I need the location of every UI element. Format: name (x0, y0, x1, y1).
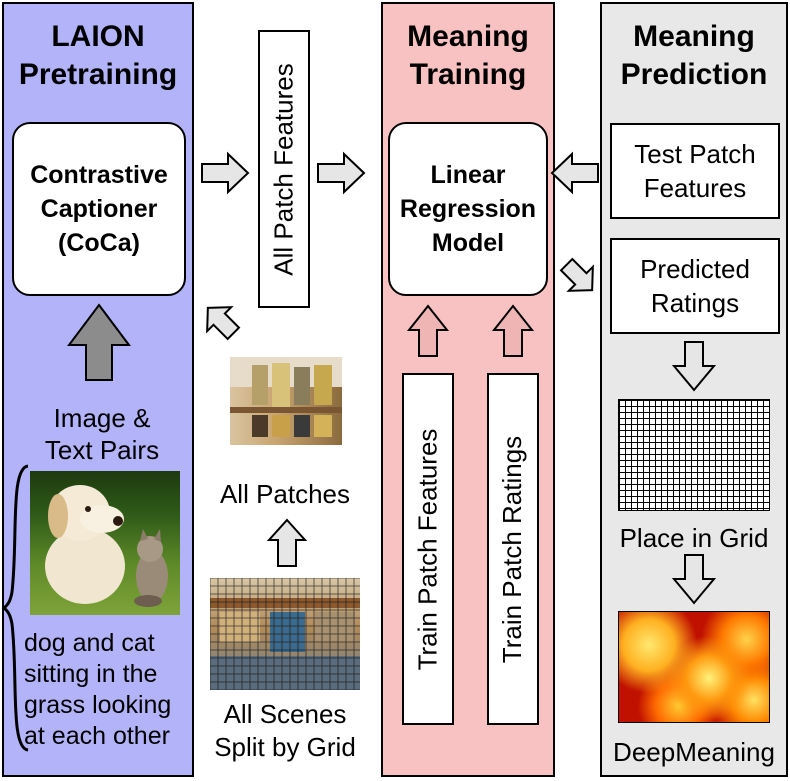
up-arrow-icon (266, 518, 308, 567)
prediction-title-line1: Meaning (633, 20, 755, 53)
prediction-grid (618, 399, 770, 511)
test-features-line2: Features (643, 173, 747, 203)
train-patch-ratings-label: Train Patch Ratings (497, 435, 528, 663)
coca-model-box: Contrastive Captioner (CoCa) (12, 122, 186, 296)
caption-line2: sitting in the (24, 660, 158, 688)
training-title: Meaning Training (383, 18, 553, 94)
laion-title-line2: Pretraining (18, 58, 178, 91)
right-arrow-icon (317, 151, 366, 195)
place-in-grid-text: Place in Grid (619, 523, 769, 553)
patch-image (230, 357, 342, 445)
scenes-line1: All Scenes (223, 699, 347, 729)
scenes-line2: Split by Grid (214, 732, 356, 762)
patch-illustration (230, 357, 342, 437)
prediction-title-line2: Prediction (620, 58, 768, 91)
place-in-grid-label: Place in Grid (600, 522, 788, 554)
predicted-ratings-box: Predicted Ratings (610, 238, 780, 334)
left-arrow-icon (550, 151, 599, 195)
all-patches-text: All Patches (219, 479, 351, 509)
lr-line2: Regression (399, 195, 537, 223)
coca-line1: Contrastive (30, 161, 168, 189)
predicted-line1: Predicted (640, 254, 750, 284)
predicted-line2: Ratings (650, 288, 740, 318)
scene-grid-illustration (210, 578, 360, 690)
coca-line2: Captioner (40, 195, 158, 223)
all-patches-label: All Patches (200, 478, 370, 510)
test-patch-features-box: Test Patch Features (610, 123, 780, 219)
down-right-arrow-icon (559, 257, 594, 292)
deepmeaning-heatmap (618, 611, 770, 723)
caption-line4: at each other (24, 722, 170, 750)
prediction-title: Meaning Prediction (602, 18, 786, 94)
dog-cat-illustration (45, 485, 168, 607)
coca-line3: (CoCa) (58, 229, 140, 257)
all-patch-features-label: All Patch Features (268, 62, 299, 276)
right-arrow-icon (201, 151, 250, 195)
all-scenes-label: All Scenes Split by Grid (190, 698, 380, 764)
caption-text: dog and cat sitting in the grass looking… (24, 628, 190, 752)
training-title-line2: Training (409, 58, 527, 91)
dog-cat-photo (30, 471, 180, 615)
train-patch-features-box: Train Patch Features (402, 373, 454, 725)
train-patch-features-label: Train Patch Features (412, 428, 443, 670)
laion-title: LAION Pretraining (4, 18, 192, 94)
caption-line3: grass looking (24, 691, 172, 719)
deepmeaning-text: DeepMeaning (613, 737, 775, 767)
up-left-arrow-icon (206, 306, 241, 341)
deepmeaning-label: DeepMeaning (600, 736, 788, 768)
image-text-pairs-label: Image & Text Pairs (22, 402, 182, 466)
pairs-line2: Text Pairs (44, 435, 160, 465)
linear-regression-box: Linear Regression Model (388, 122, 548, 296)
all-patch-features-box: All Patch Features (258, 30, 310, 308)
pairs-line1: Image & (53, 403, 151, 433)
lr-line3: Model (431, 229, 505, 257)
training-title-line1: Meaning (407, 20, 529, 53)
lr-line1: Linear (430, 161, 506, 189)
laion-title-line1: LAION (51, 20, 145, 53)
train-patch-ratings-box: Train Patch Ratings (487, 373, 539, 725)
scene-grid-image (210, 578, 360, 690)
test-features-line1: Test Patch (634, 139, 756, 169)
caption-line1: dog and cat (24, 629, 155, 657)
